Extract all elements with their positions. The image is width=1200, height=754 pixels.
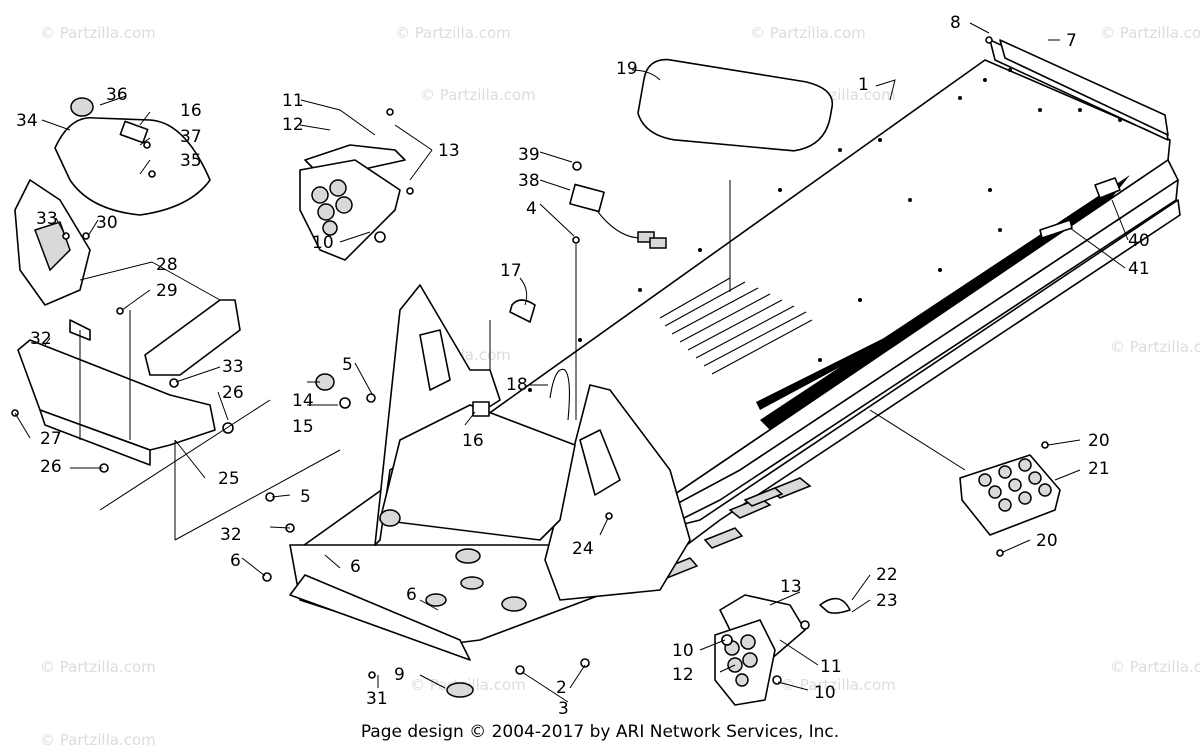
tunnel-stripe-decal-2 bbox=[756, 300, 960, 410]
callout: 37 bbox=[180, 127, 202, 147]
callout: 33 bbox=[222, 357, 244, 377]
watermark: © Partzilla.com bbox=[1100, 24, 1200, 42]
callout: 13 bbox=[780, 577, 802, 597]
plug-9 bbox=[446, 682, 474, 698]
callout: 16 bbox=[462, 431, 484, 451]
watermark: © Partzilla.com bbox=[750, 24, 866, 42]
callout: 22 bbox=[876, 565, 898, 585]
callout: 5 bbox=[342, 355, 353, 375]
callout: 13 bbox=[438, 141, 460, 161]
callout: 38 bbox=[518, 171, 540, 191]
belly-pan bbox=[289, 574, 471, 661]
bulkhead-left-cutout bbox=[419, 329, 451, 391]
bulkhead-floor-holes bbox=[379, 509, 527, 612]
callout: 34 bbox=[16, 111, 38, 131]
footer-copyright: Page design © 2004-2017 by ARI Network S… bbox=[360, 722, 840, 742]
callout: 29 bbox=[156, 281, 178, 301]
callout: 26 bbox=[222, 383, 244, 403]
module-38 bbox=[569, 183, 667, 249]
callout-labels: 1 2 3 4 5 5 6 6 6 7 8 9 10 10 10 11 11 1… bbox=[16, 13, 1150, 719]
decal-40 bbox=[1094, 177, 1121, 199]
callout: 31 bbox=[366, 689, 388, 709]
callout: 1 bbox=[858, 75, 869, 95]
knob-36 bbox=[70, 97, 94, 117]
bumper-plate-edge bbox=[39, 409, 151, 466]
watermark: © Partzilla.com bbox=[40, 24, 156, 42]
callout: 16 bbox=[180, 101, 202, 121]
callout: 4 bbox=[526, 199, 537, 219]
callout: 7 bbox=[1066, 31, 1077, 51]
callout: 10 bbox=[672, 641, 694, 661]
watermark: © Partzilla.com bbox=[420, 86, 536, 104]
callout: 19 bbox=[616, 59, 638, 79]
front-left-parts bbox=[14, 97, 241, 466]
callout: 6 bbox=[230, 551, 241, 571]
callout: 18 bbox=[506, 375, 528, 395]
callout: 28 bbox=[156, 255, 178, 275]
watermark: © Partzilla.com bbox=[780, 676, 896, 694]
clip-22 bbox=[819, 597, 851, 614]
strap-18 bbox=[549, 368, 571, 421]
footrest-cutouts bbox=[658, 477, 812, 579]
bulkhead-right-cutout bbox=[579, 429, 621, 496]
callout: 30 bbox=[96, 213, 118, 233]
callout: 3 bbox=[558, 699, 569, 719]
callout: 6 bbox=[406, 585, 417, 605]
fasteners bbox=[11, 36, 1049, 685]
callout: 14 bbox=[292, 391, 314, 411]
strap-7 bbox=[999, 39, 1169, 136]
decal-16-top bbox=[119, 120, 149, 144]
callout: 40 bbox=[1128, 231, 1150, 251]
watermark: © Partzilla.com bbox=[40, 731, 156, 749]
callout: 11 bbox=[820, 657, 842, 677]
tunnel-assembly bbox=[289, 39, 1181, 661]
tunnel-stripe-decal bbox=[760, 175, 1130, 430]
callout: 32 bbox=[30, 329, 52, 349]
callout: 26 bbox=[40, 457, 62, 477]
hand-plate-top bbox=[299, 144, 406, 261]
callout: 21 bbox=[1088, 459, 1110, 479]
leader-lines bbox=[14, 22, 1129, 703]
bulkhead-floor bbox=[379, 404, 576, 541]
callout: 25 bbox=[218, 469, 240, 489]
callout: 24 bbox=[572, 539, 594, 559]
callout: 12 bbox=[282, 115, 304, 135]
callout: 9 bbox=[394, 665, 405, 685]
seat-pad-19 bbox=[637, 58, 834, 152]
callout: 6 bbox=[350, 557, 361, 577]
callout: 23 bbox=[876, 591, 898, 611]
callout: 41 bbox=[1128, 259, 1150, 279]
watermark: © Partzilla.com bbox=[40, 658, 156, 676]
callout: 20 bbox=[1088, 431, 1110, 451]
bracket-33-cutout bbox=[34, 221, 71, 272]
foot-plate-21 bbox=[959, 454, 1061, 536]
decal-16-mid bbox=[472, 401, 490, 417]
heat-exchanger-vents bbox=[659, 277, 813, 375]
callout: 27 bbox=[40, 429, 62, 449]
callout: 20 bbox=[1036, 531, 1058, 551]
callout: 8 bbox=[950, 13, 961, 33]
decal-41 bbox=[1039, 219, 1073, 239]
watermark: © Partzilla.com bbox=[395, 24, 511, 42]
callout: 36 bbox=[106, 85, 128, 105]
callout: 15 bbox=[292, 417, 314, 437]
callout: 32 bbox=[220, 525, 242, 545]
cover-34 bbox=[54, 117, 211, 216]
callout: 35 bbox=[180, 151, 202, 171]
callout: 12 bbox=[672, 665, 694, 685]
callout: 5 bbox=[300, 487, 311, 507]
callout: 17 bbox=[500, 261, 522, 281]
callout: 11 bbox=[282, 91, 304, 111]
watermark: © Partzilla.com bbox=[1110, 338, 1200, 356]
callout: 39 bbox=[518, 145, 540, 165]
callout: 10 bbox=[312, 233, 334, 253]
handle-17 bbox=[509, 299, 536, 323]
washer-15 bbox=[339, 397, 351, 409]
callout: 2 bbox=[556, 678, 567, 698]
watermark: © Partzilla.com bbox=[1110, 658, 1200, 676]
callout: 33 bbox=[36, 209, 58, 229]
callout: 10 bbox=[814, 683, 836, 703]
